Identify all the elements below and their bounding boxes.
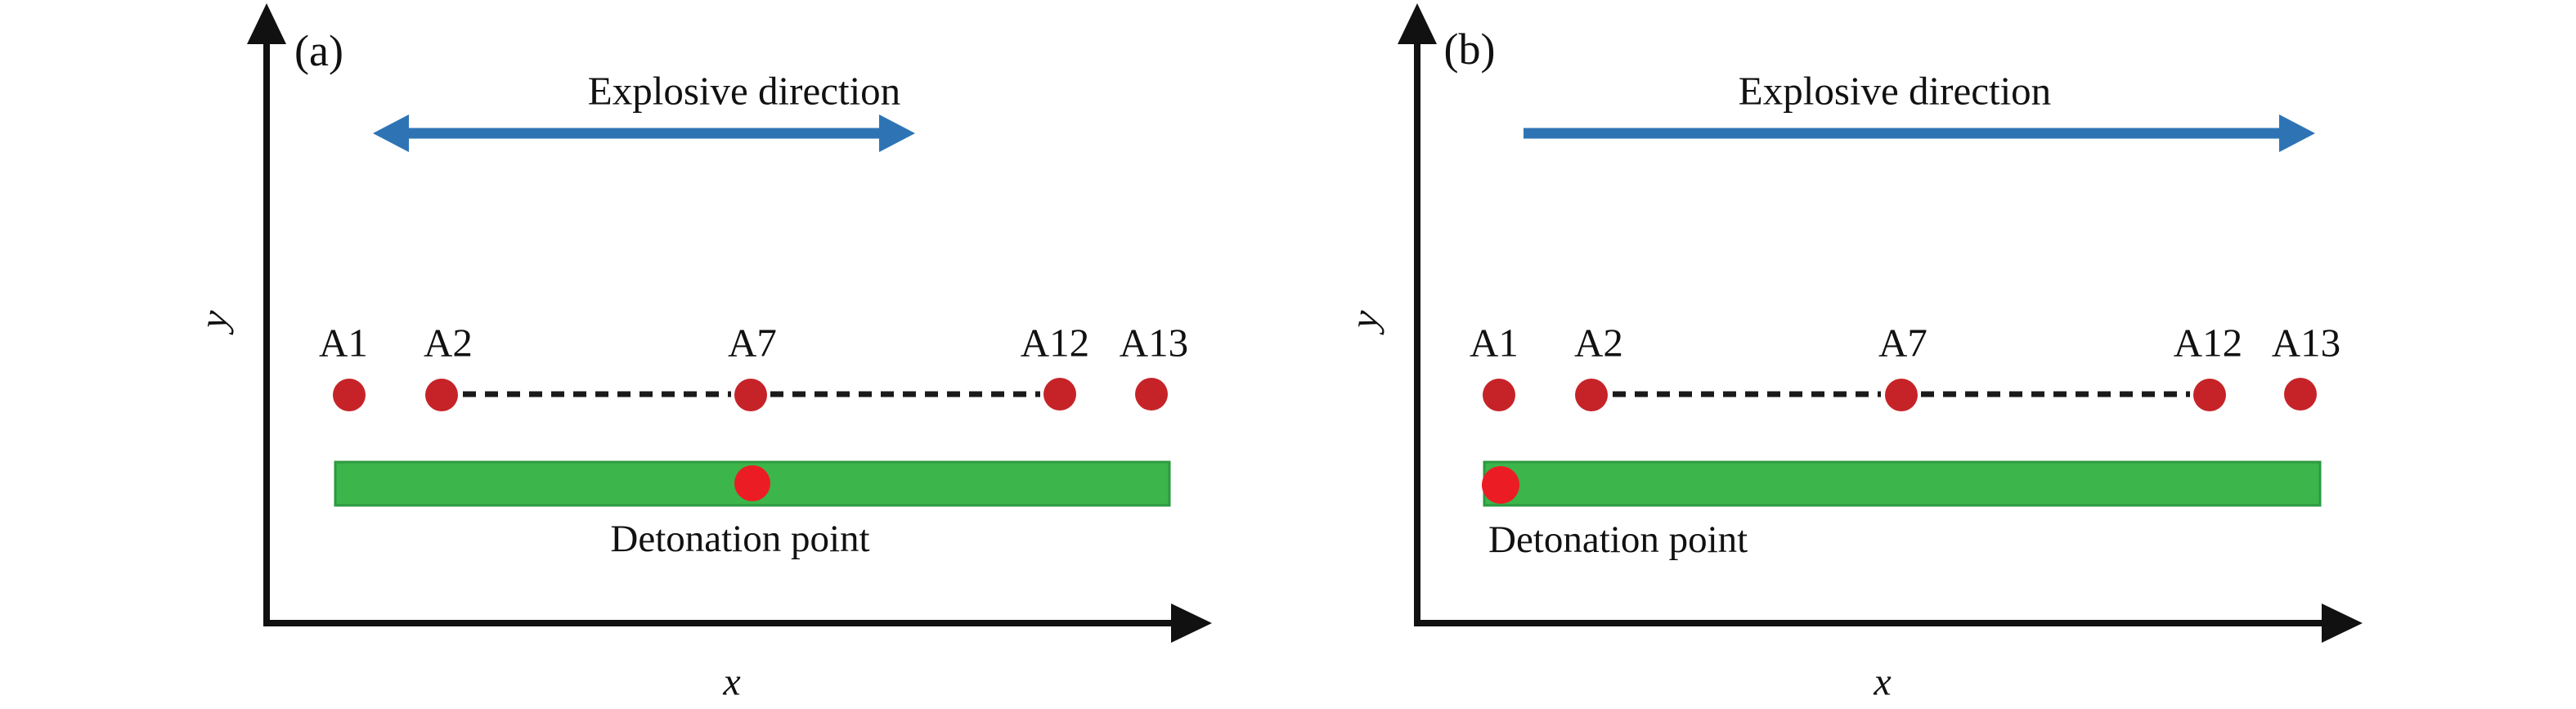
sensor-dot-a2	[425, 379, 458, 411]
panel-b-detonation-label: Detonation point	[1488, 518, 1748, 561]
x-axis-arrowhead-icon	[1171, 604, 1212, 643]
sensor-label-a12: A12	[1021, 321, 1089, 366]
direction-arrow-right-head	[879, 114, 915, 152]
sensor-dot-a13	[2284, 378, 2317, 411]
x-axis-arrowhead-icon	[2322, 604, 2363, 643]
sensor-label-a1: A1	[1470, 321, 1519, 366]
sensor-label-a13: A13	[2272, 321, 2340, 366]
sensor-dot-a12	[1043, 378, 1076, 411]
panel-a-y-axis-label: y	[191, 307, 237, 336]
detonation-dot	[1482, 466, 1519, 504]
panel-b: (b) Explosive direction A1 A2 A7 A12 A13	[1341, 3, 2363, 704]
sensor-dot-a1	[1483, 379, 1515, 411]
sensor-label-a7: A7	[1878, 321, 1928, 366]
panel-b-direction-arrow-icon	[1524, 114, 2315, 152]
panel-a-direction-label: Explosive direction	[588, 69, 900, 114]
sensor-label-a1: A1	[319, 321, 368, 366]
panel-b-x-axis-label: x	[1873, 661, 1891, 704]
sensor-dot-a12	[2193, 379, 2226, 411]
sensor-dot-a7	[734, 379, 767, 411]
panel-a-tag: (a)	[294, 26, 343, 75]
panel-a: (a) Explosive direction A1 A2 A7 A12 A13	[191, 3, 1212, 704]
sensor-label-a7: A7	[728, 321, 777, 366]
panel-a-direction-arrow-icon	[373, 114, 915, 152]
y-axis-arrowhead-icon	[247, 3, 286, 44]
panel-a-x-axis-label: x	[722, 661, 740, 704]
sensor-dot-a2	[1575, 379, 1608, 411]
detonation-dot	[734, 465, 770, 501]
panel-a-detonation-label: Detonation point	[610, 518, 869, 560]
explosive-bar	[1483, 460, 2322, 507]
sensor-label-a2: A2	[424, 321, 473, 366]
sensor-label-a2: A2	[1574, 321, 1623, 366]
sensor-dot-a7	[1885, 379, 1918, 411]
sensor-dot-a1	[333, 379, 366, 411]
sensor-label-a13: A13	[1120, 321, 1188, 366]
panel-b-tag: (b)	[1444, 25, 1496, 74]
sensor-label-a12: A12	[2174, 321, 2242, 366]
panel-b-direction-label: Explosive direction	[1739, 69, 2051, 114]
panel-b-y-axis-label: y	[1341, 307, 1388, 336]
sensor-dot-a13	[1135, 378, 1168, 411]
y-axis-arrowhead-icon	[1398, 3, 1437, 44]
direction-arrow-left-head	[373, 114, 409, 152]
direction-arrow-right-head	[2279, 114, 2315, 152]
